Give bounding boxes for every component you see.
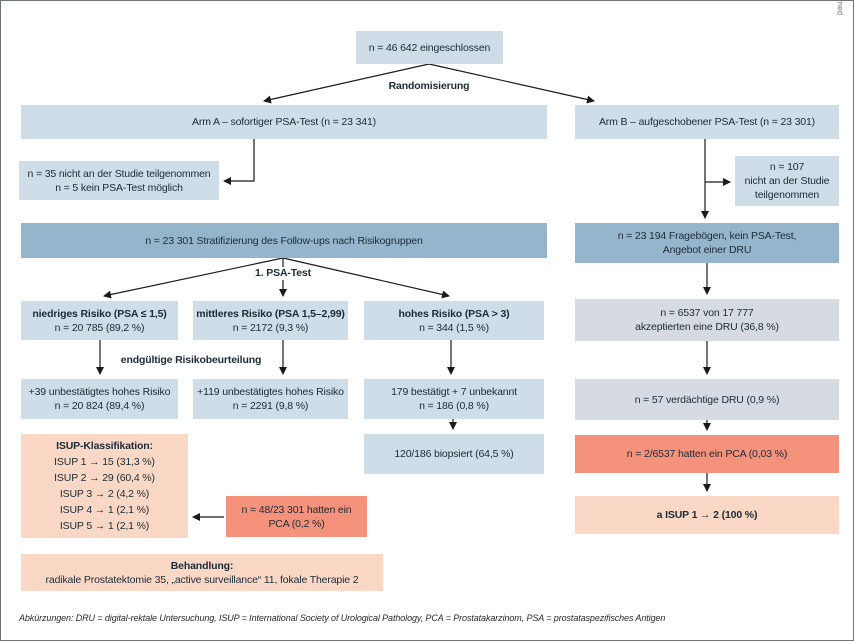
risk-high-title: hohes Risiko (PSA > 3)	[398, 307, 510, 320]
isup-line: ISUP 2 → 29 (60,4 %)	[54, 472, 155, 484]
isup-line: ISUP 4 → 1 (2,1 %)	[59, 504, 150, 516]
node-questionnaire: n = 23 194 Fragebögen, kein PSA-Test, An…	[575, 223, 839, 263]
node-final-high: 179 bestätigt + 7 unbekannt n = 186 (0,8…	[364, 379, 544, 419]
node-exclusion-arm-b: n = 107 nicht an der Studie teilgenommen	[735, 156, 839, 206]
risk-high-value: n = 344 (1,5 %)	[419, 321, 489, 334]
isup-title: ISUP-Klassifikation:	[56, 440, 153, 452]
label-randomisierung: Randomisierung	[384, 80, 474, 93]
questionnaire-line: n = 23 194 Fragebögen, kein PSA-Test,	[617, 230, 797, 242]
dru-suspicious-text: n = 57 verdächtige DRU (0,9 %)	[634, 393, 780, 406]
treatment-line: radikale Prostatektomie 35, „active surv…	[45, 573, 359, 586]
node-biopsy: 120/186 biopsiert (64,5 %)	[364, 434, 544, 474]
node-arm-b: Arm B – aufgeschobener PSA-Test (n = 23 …	[575, 105, 839, 139]
node-pca-arm-b: n = 2/6537 hatten ein PCA (0,03 %)	[575, 435, 839, 473]
treatment-title: Behandlung:	[170, 559, 234, 572]
questionnaire-line: Angebot einer DRU	[662, 244, 752, 256]
node-risk-mid: mittleres Risiko (PSA 1,5–2,99) n = 2172…	[193, 301, 348, 340]
node-isup-arm-b: a ISUP 1 → 2 (100 %)	[575, 496, 839, 534]
final-high-value: n = 186 (0,8 %)	[419, 400, 489, 412]
node-exclusion-arm-a: n = 35 nicht an der Studie teilgenommen …	[19, 161, 219, 200]
risk-mid-value: n = 2172 (9,3 %)	[232, 321, 309, 334]
risk-low-value: n = 20 785 (89,2 %)	[54, 321, 145, 334]
abbreviations-footnote: Abkürzungen: DRU = digital-rektale Unter…	[19, 613, 666, 623]
isup-line: ISUP 5 → 1 (2,1 %)	[59, 520, 150, 532]
node-arm-a: Arm A – sofortiger PSA-Test (n = 23 341)	[21, 105, 547, 139]
exclusion-a-line: n = 5 kein PSA-Test möglich	[55, 181, 183, 194]
risk-low-title: niedriges Risiko (PSA ≤ 1,5)	[32, 307, 167, 320]
node-final-mid: +119 unbestätigtes hohes Risiko n = 2291…	[193, 379, 348, 419]
node-pca-arm-a: n = 48/23 301 hatten ein PCA (0,2 %)	[226, 496, 367, 537]
exclusion-b-line: n = 107	[769, 161, 805, 173]
node-arm-a-text: Arm A – sofortiger PSA-Test (n = 23 341)	[192, 116, 376, 128]
node-enrolled: n = 46 642 eingeschlossen	[356, 31, 503, 64]
final-high-title: 179 bestätigt + 7 unbekannt	[391, 386, 517, 398]
node-stratification-text: n = 23 301 Stratifizierung des Follow-up…	[145, 234, 423, 247]
exclusion-b-line: teilgenommen	[754, 189, 820, 201]
node-arm-b-text: Arm B – aufgeschobener PSA-Test (n = 23 …	[598, 116, 816, 128]
pca-arm-a-line: n = 48/23 301 hatten ein	[241, 503, 352, 516]
node-treatment: Behandlung: radikale Prostatektomie 35, …	[21, 554, 383, 591]
node-dru-suspicious: n = 57 verdächtige DRU (0,9 %)	[575, 379, 839, 420]
copyright-credit: © Universimed	[836, 1, 845, 15]
node-isup-classification: ISUP-Klassifikation: ISUP 1 → 15 (31,3 %…	[21, 434, 188, 538]
dru-accepted-line: akzeptierten eine DRU (36,8 %)	[635, 321, 779, 333]
node-risk-low: niedriges Risiko (PSA ≤ 1,5) n = 20 785 …	[21, 301, 178, 340]
final-mid-title: +119 unbestätigtes hohes Risiko	[197, 386, 344, 398]
node-dru-accepted: n = 6537 von 17 777 akzeptierten eine DR…	[575, 299, 839, 341]
exclusion-a-line: n = 35 nicht an der Studie teilgenommen	[27, 167, 211, 180]
pca-arm-a-line: PCA (0,2 %)	[268, 517, 325, 530]
node-biopsy-text: 120/186 biopsiert (64,5 %)	[394, 448, 514, 460]
isup-line: ISUP 3 → 2 (4,2 %)	[59, 488, 150, 500]
node-stratification: n = 23 301 Stratifizierung des Follow-up…	[21, 223, 547, 258]
isup-arm-b-text: a ISUP 1 → 2 (100 %)	[656, 509, 758, 521]
dru-accepted-line: n = 6537 von 17 777	[660, 307, 754, 319]
isup-line: ISUP 1 → 15 (31,3 %)	[54, 456, 155, 468]
node-enrolled-text: n = 46 642 eingeschlossen	[368, 41, 491, 54]
risk-mid-title: mittleres Risiko (PSA 1,5–2,99)	[196, 307, 345, 320]
node-risk-high: hohes Risiko (PSA > 3) n = 344 (1,5 %)	[364, 301, 544, 340]
final-mid-value: n = 2291 (9,8 %)	[232, 400, 309, 412]
final-low-value: n = 20 824 (89,4 %)	[54, 400, 145, 412]
pca-arm-b-text: n = 2/6537 hatten ein PCA (0,03 %)	[626, 448, 788, 460]
label-final-assessment: endgültige Risikobeurteilung	[116, 354, 266, 367]
final-low-title: +39 unbestätigtes hohes Risiko	[28, 386, 171, 398]
label-psa-test: 1. PSA-Test	[251, 267, 315, 280]
exclusion-b-line: nicht an der Studie	[744, 175, 830, 187]
node-final-low: +39 unbestätigtes hohes Risiko n = 20 82…	[21, 379, 178, 419]
